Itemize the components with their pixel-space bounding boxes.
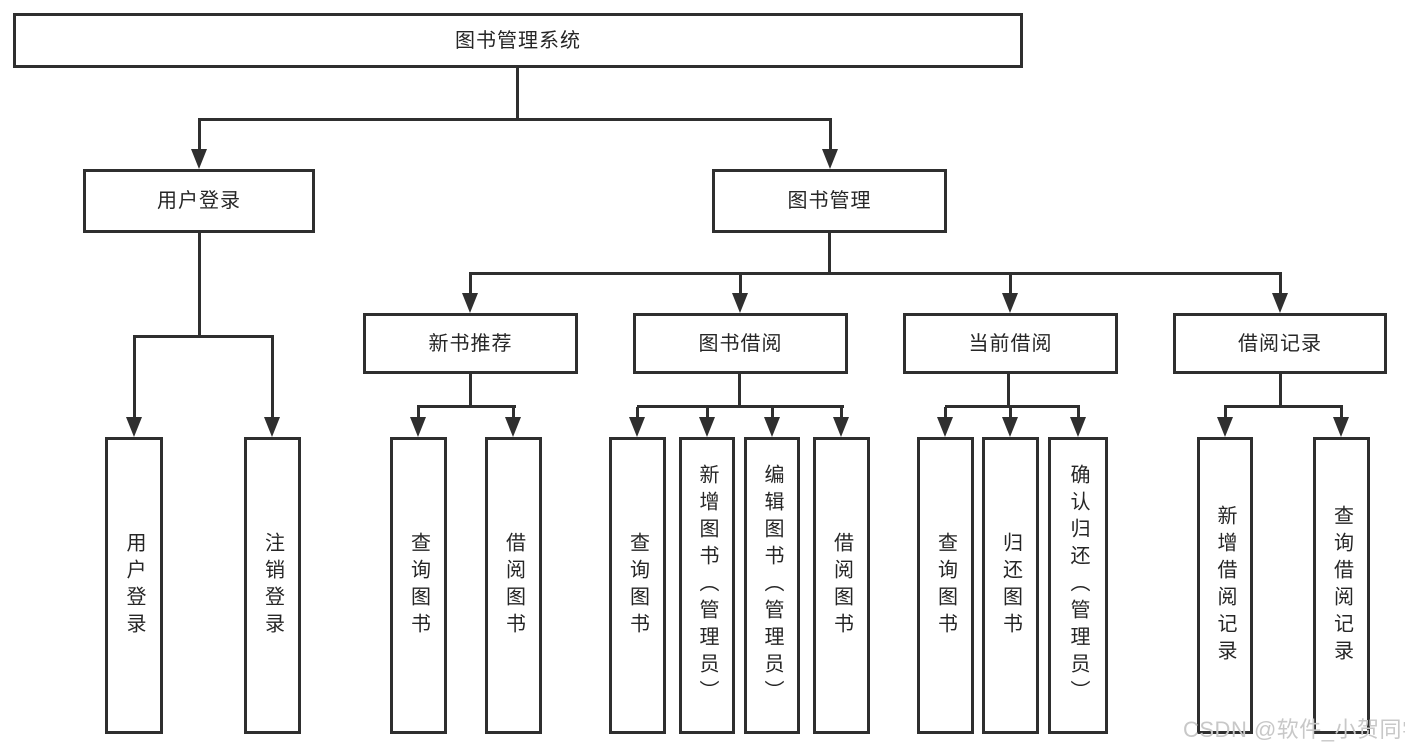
node-bb-query-books: 查询图书	[609, 437, 666, 734]
connector-arrow-stem	[771, 407, 774, 419]
node-book-management: 图书管理	[712, 169, 947, 233]
node-label: 借阅图书	[502, 531, 525, 640]
node-cb-return-books: 归还图书	[982, 437, 1039, 734]
node-label: 查询图书	[626, 531, 649, 640]
node-label: 查询图书	[934, 531, 957, 640]
node-label: 借阅记录	[1238, 332, 1322, 355]
connector-line	[1007, 374, 1010, 408]
node-br-query-record: 查询借阅记录	[1313, 437, 1370, 734]
connector-arrow-stem	[829, 120, 832, 151]
node-logout-action: 注销登录	[244, 437, 301, 734]
connector-arrow-stem	[1340, 407, 1343, 419]
connector-arrow-stem	[417, 407, 420, 419]
connector-line	[198, 233, 201, 338]
arrowhead-down-icon	[126, 417, 142, 437]
arrowhead-down-icon	[937, 417, 953, 437]
connector-arrow-stem	[1077, 407, 1080, 419]
node-label: 用户登录	[157, 190, 241, 212]
connector-arrow-stem	[739, 274, 742, 295]
arrowhead-down-icon	[833, 417, 849, 437]
connector-line	[417, 405, 516, 408]
connector-arrow-stem	[133, 337, 136, 419]
node-current-borrowing: 当前借阅	[903, 313, 1118, 374]
connector-line	[133, 335, 274, 338]
node-user-login: 用户登录	[83, 169, 315, 233]
arrowhead-down-icon	[1070, 417, 1086, 437]
connector-arrow-stem	[1009, 274, 1012, 295]
node-borrowing-records: 借阅记录	[1173, 313, 1387, 374]
arrowhead-down-icon	[505, 417, 521, 437]
arrowhead-down-icon	[191, 149, 207, 169]
node-book-borrowing: 图书借阅	[633, 313, 848, 374]
connector-arrow-stem	[944, 407, 947, 419]
node-cb-confirm-return: 确认归还（管理员）	[1048, 437, 1108, 734]
connector-line	[828, 233, 831, 275]
connector-line	[738, 374, 741, 408]
arrowhead-down-icon	[1002, 293, 1018, 313]
node-label: 归还图书	[999, 531, 1022, 640]
arrowhead-down-icon	[822, 149, 838, 169]
connector-arrow-stem	[271, 337, 274, 419]
connector-arrow-stem	[1009, 407, 1012, 419]
node-label: 注销登录	[261, 531, 284, 640]
arrowhead-down-icon	[264, 417, 280, 437]
arrowhead-down-icon	[1002, 417, 1018, 437]
node-user-login-action: 用户登录	[105, 437, 163, 734]
node-label: 编辑图书（管理员）	[761, 464, 783, 707]
connector-arrow-stem	[636, 407, 639, 419]
node-new-book-recommendation: 新书推荐	[363, 313, 578, 374]
node-label: 新增借阅记录	[1214, 504, 1236, 667]
node-cb-query-books: 查询图书	[917, 437, 974, 734]
node-label: 新书推荐	[428, 332, 513, 355]
node-nb-borrow-books: 借阅图书	[485, 437, 542, 734]
connector-line	[637, 405, 844, 408]
node-label: 查询图书	[407, 531, 430, 640]
node-label: 新增图书（管理员）	[696, 464, 718, 707]
arrowhead-down-icon	[629, 417, 645, 437]
connector-line	[1224, 405, 1343, 408]
arrowhead-down-icon	[410, 417, 426, 437]
node-br-add-record: 新增借阅记录	[1197, 437, 1253, 734]
connector-line	[198, 118, 832, 121]
arrowhead-down-icon	[1217, 417, 1233, 437]
arrowhead-down-icon	[1333, 417, 1349, 437]
node-label: 确认归还（管理员）	[1067, 464, 1089, 707]
arrowhead-down-icon	[462, 293, 478, 313]
node-label: 查询借阅记录	[1330, 504, 1353, 667]
node-label: 图书管理	[787, 190, 872, 212]
connector-arrow-stem	[198, 120, 201, 151]
connector-arrow-stem	[1224, 407, 1227, 419]
connector-line	[469, 272, 1282, 275]
arrowhead-down-icon	[1272, 293, 1288, 313]
node-label: 图书管理系统	[455, 29, 581, 52]
watermark: CSDN @软件_小贺同学	[1183, 717, 1405, 742]
connector-line	[516, 68, 519, 120]
connector-line	[1279, 374, 1282, 408]
connector-arrow-stem	[840, 407, 843, 419]
connector-line	[469, 374, 472, 408]
node-bb-edit-books: 编辑图书（管理员）	[744, 437, 800, 734]
node-library-system: 图书管理系统	[13, 13, 1023, 68]
arrowhead-down-icon	[699, 417, 715, 437]
connector-arrow-stem	[706, 407, 709, 419]
connector-arrow-stem	[512, 407, 515, 419]
node-label: 用户登录	[123, 531, 145, 640]
node-nb-query-books: 查询图书	[390, 437, 447, 734]
connector-arrow-stem	[1279, 274, 1282, 295]
node-label: 借阅图书	[830, 531, 853, 640]
connector-line	[945, 405, 1080, 408]
arrowhead-down-icon	[732, 293, 748, 313]
node-label: 当前借阅	[968, 332, 1053, 355]
node-label: 图书借阅	[698, 332, 783, 355]
connector-arrow-stem	[469, 274, 472, 295]
node-bb-borrow-books: 借阅图书	[813, 437, 870, 734]
node-bb-add-books: 新增图书（管理员）	[679, 437, 735, 734]
arrowhead-down-icon	[764, 417, 780, 437]
